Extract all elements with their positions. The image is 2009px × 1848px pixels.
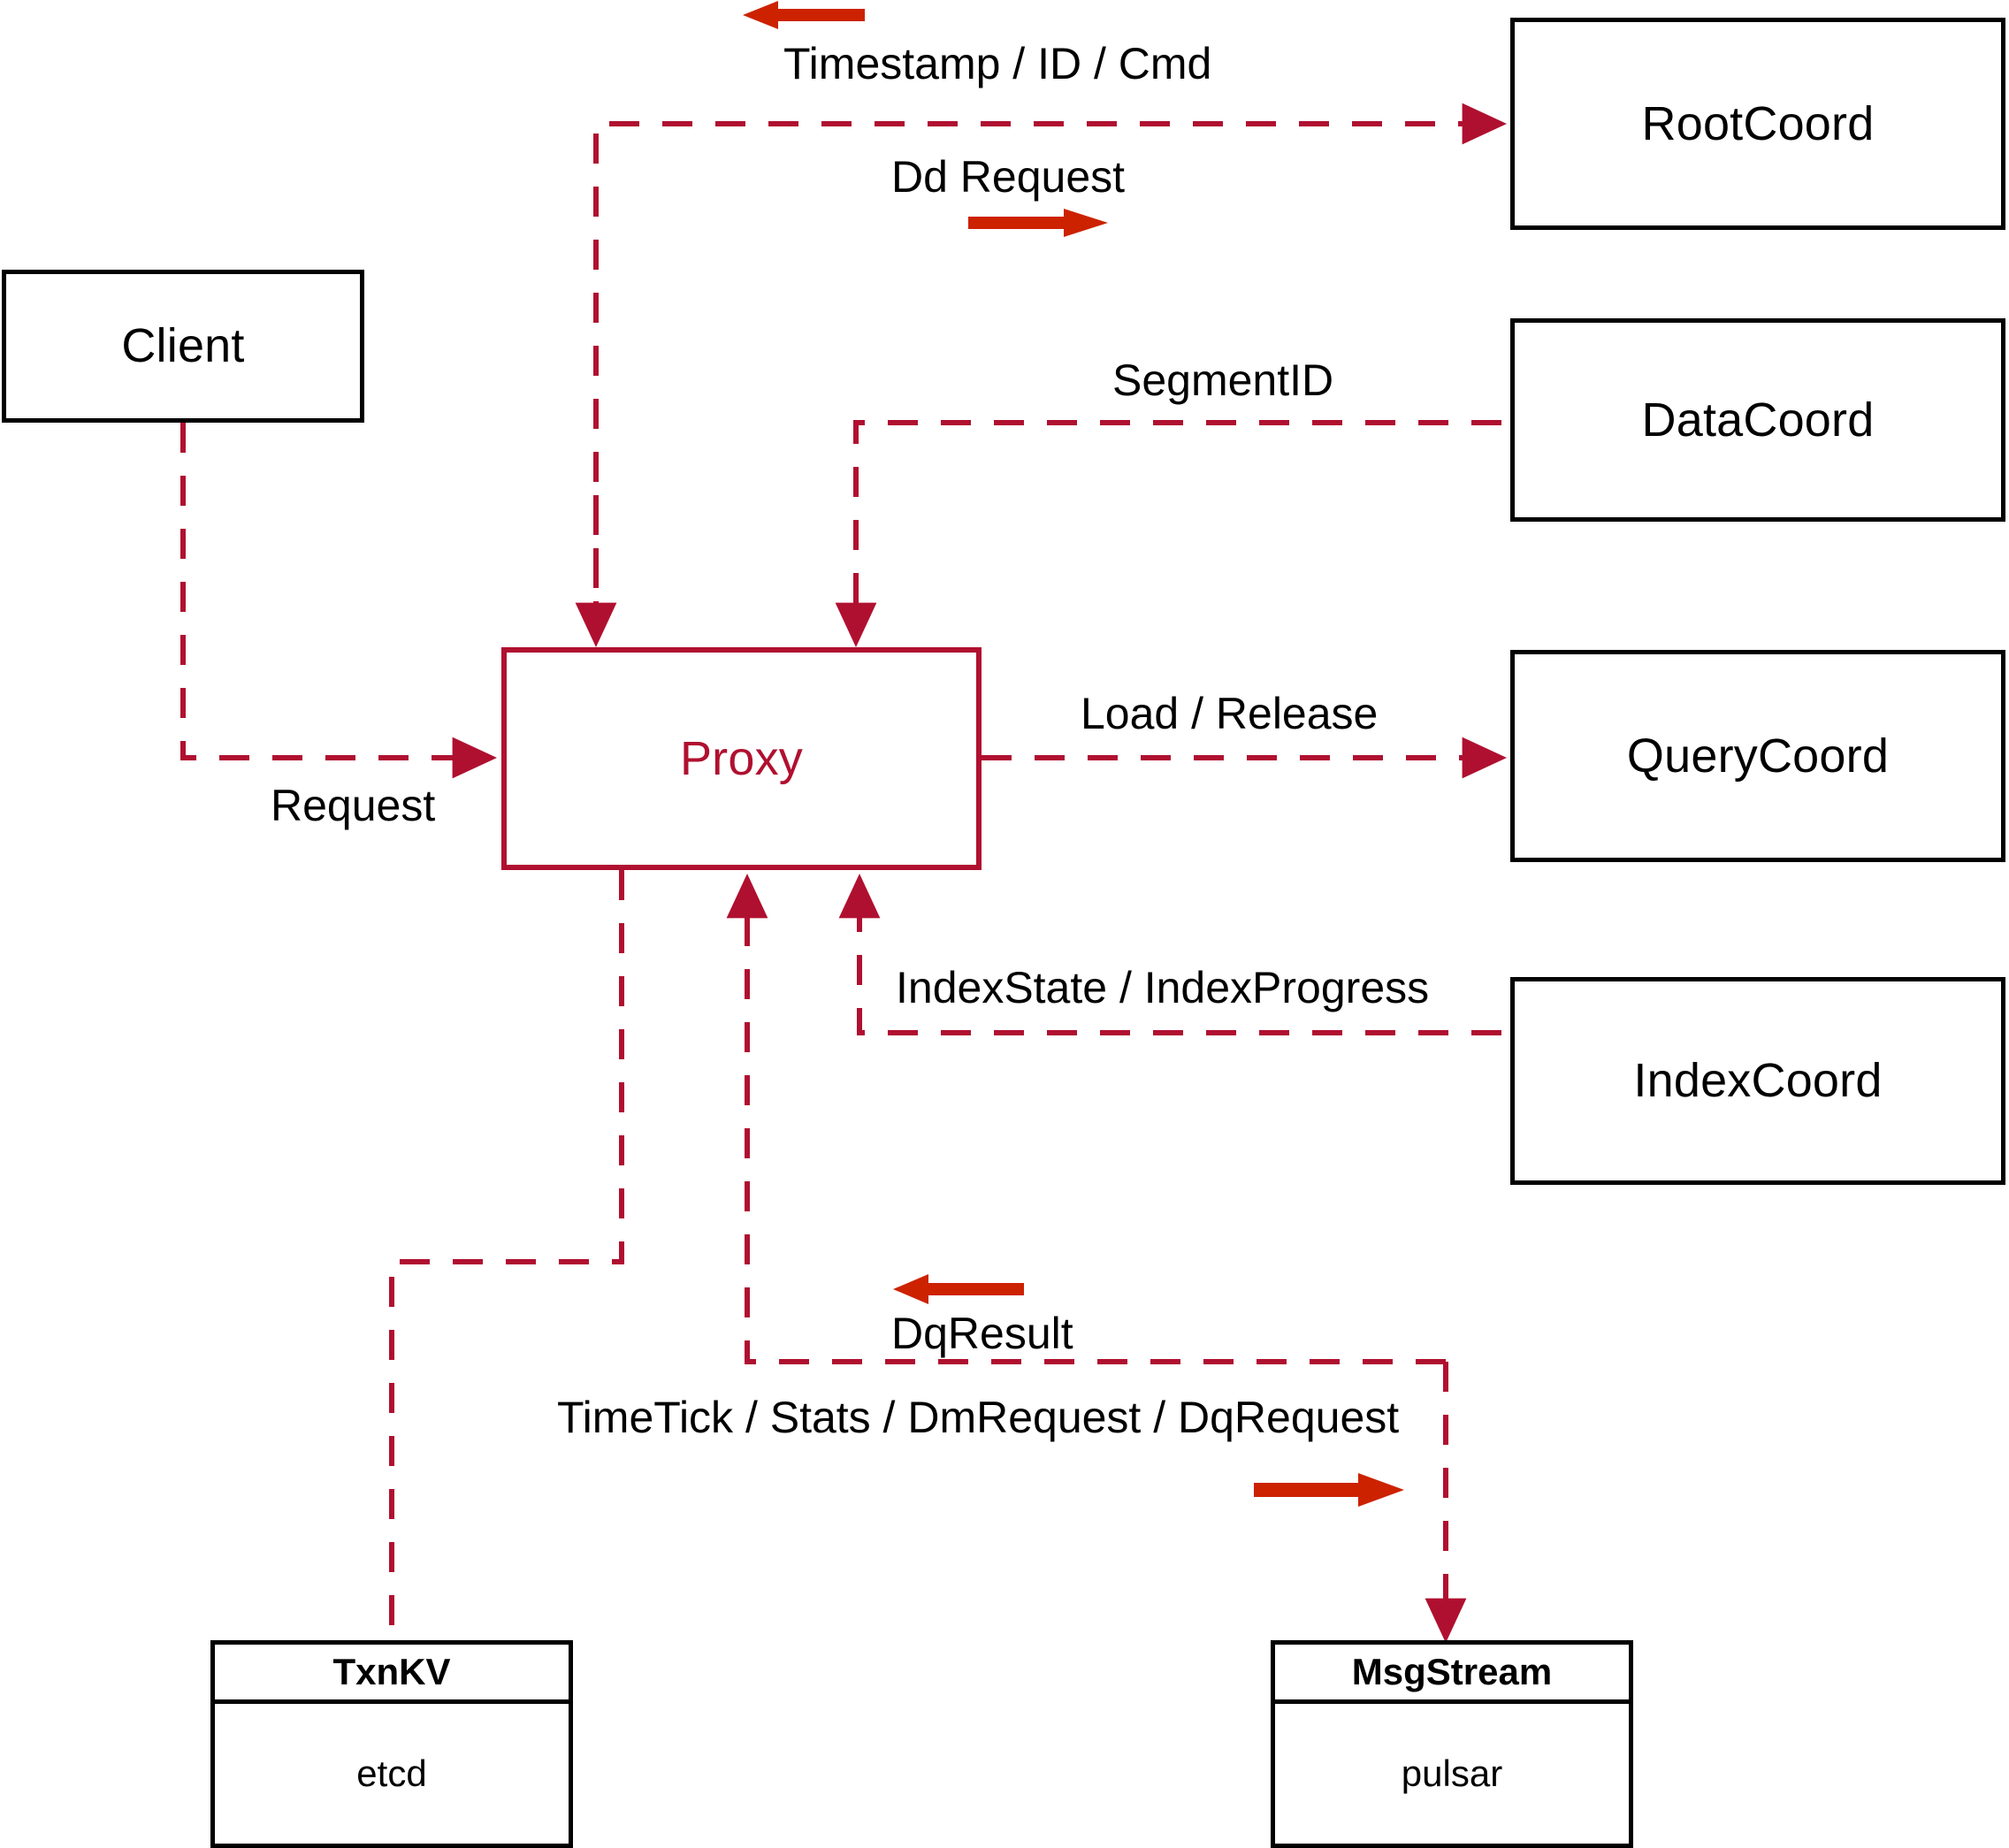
node-data-coord[interactable]: DataCoord xyxy=(1510,318,2005,522)
node-txnkv[interactable]: TxnKV etcd xyxy=(210,1640,573,1848)
direction-arrows xyxy=(743,1,1404,1507)
node-client[interactable]: Client xyxy=(2,270,364,423)
edge-msgstream-to-proxy xyxy=(726,874,1446,1364)
edge-indexcoord-to-proxy xyxy=(838,874,1501,1035)
edge-proxy-to-rootcoord xyxy=(593,103,1507,641)
node-query-coord[interactable]: QueryCoord xyxy=(1510,650,2005,862)
node-proxy[interactable]: Proxy xyxy=(501,647,982,870)
edge-label-timetick-stats: TimeTick / Stats / DmRequest / DqRequest xyxy=(557,1393,1400,1442)
node-txnkv-body: etcd xyxy=(356,1753,427,1794)
edge-label-request: Request xyxy=(271,781,436,830)
edge-label-index-state-progress: IndexState / IndexProgress xyxy=(896,963,1430,1012)
node-root-coord-label: RootCoord xyxy=(1641,96,1875,150)
edge-label-dd-request: Dd Request xyxy=(891,152,1126,202)
node-msgstream-body: pulsar xyxy=(1401,1753,1503,1794)
edge-label-dq-result: DqResult xyxy=(891,1309,1073,1358)
edge-label-segment-id: SegmentID xyxy=(1112,355,1334,405)
node-proxy-label: Proxy xyxy=(679,731,804,785)
arrow-timestamp-left xyxy=(743,1,865,29)
node-data-coord-label: DataCoord xyxy=(1641,393,1875,447)
node-txnkv-header: TxnKV xyxy=(215,1645,569,1704)
arrow-timetick-right xyxy=(1254,1473,1404,1507)
node-msgstream-header: MsgStream xyxy=(1275,1645,1629,1704)
node-root-coord[interactable]: RootCoord xyxy=(1510,18,2005,230)
edge-label-timestamp-id-cmd: Timestamp / ID / Cmd xyxy=(783,39,1212,88)
node-msgstream[interactable]: MsgStream pulsar xyxy=(1271,1640,1633,1848)
arrow-dqresult-left xyxy=(893,1274,1024,1304)
node-client-label: Client xyxy=(121,319,245,373)
edge-proxy-to-txnkv xyxy=(389,870,624,1640)
edge-datacoord-to-proxy xyxy=(835,420,1501,647)
node-index-coord-label: IndexCoord xyxy=(1633,1054,1883,1108)
edge-label-load-release: Load / Release xyxy=(1081,689,1379,738)
arrow-dd-request-right xyxy=(968,209,1108,237)
node-query-coord-label: QueryCoord xyxy=(1626,729,1890,783)
edge-client-to-proxy xyxy=(180,423,497,779)
node-index-coord[interactable]: IndexCoord xyxy=(1510,977,2005,1185)
